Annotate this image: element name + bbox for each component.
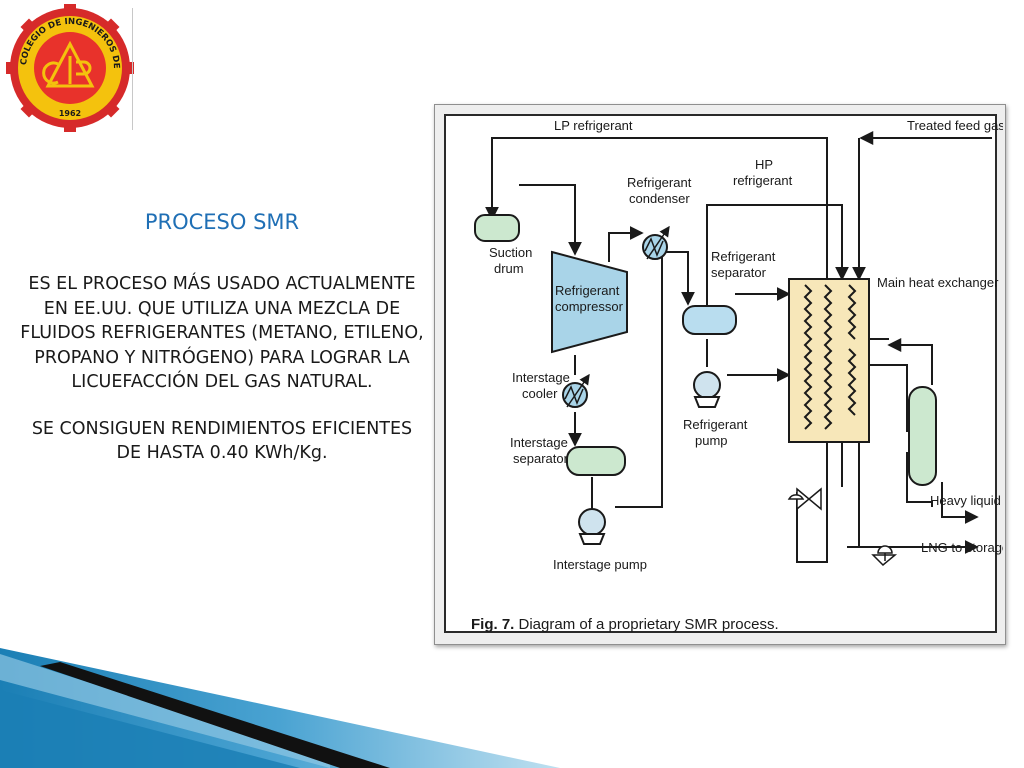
interstage-cooler-icon: [562, 373, 590, 408]
caption-text: Diagram of a proprietary SMR process.: [518, 616, 779, 633]
footer-decoration: [0, 648, 560, 768]
label-compressor-1: Refrigerant: [555, 283, 620, 298]
label-interstage-cooler-2: cooler: [522, 386, 558, 401]
label-treated-feed-gas: Treated feed gas: [907, 118, 1003, 133]
refrigerant-condenser-icon: [642, 225, 670, 260]
suction-drum: [474, 214, 520, 242]
colegio-ingenieros-logo: COLEGIO DE INGENIEROS DEL PERU 1962: [4, 4, 134, 132]
label-interstage-separator-2: separator: [513, 451, 569, 466]
label-hp-2: refrigerant: [733, 173, 793, 188]
label-heavy-liquid: Heavy liquid: [930, 493, 1001, 508]
label-ref-pump-2: pump: [695, 433, 728, 448]
interstage-pump-icon: [578, 508, 606, 545]
label-compressor-2: compressor: [555, 299, 624, 314]
heavy-liquid-column: [908, 386, 937, 486]
caption-number: Fig. 7.: [471, 616, 515, 633]
figure-caption: Fig. 7. Diagram of a proprietary SMR pro…: [471, 616, 779, 633]
label-condenser-2: condenser: [629, 191, 690, 206]
paragraph-efficiency: SE CONSIGUEN RENDIMIENTOS EFICIENTES DE …: [31, 418, 413, 464]
label-ref-pump-1: Refrigerant: [683, 417, 748, 432]
label-interstage-separator-1: Interstage: [510, 435, 568, 450]
label-lng-to-storage: LNG to storage: [921, 540, 1003, 555]
label-suction-2: drum: [494, 261, 524, 276]
refrigerant-compressor: [551, 250, 628, 354]
label-lp-refrigerant: LP refrigerant: [554, 118, 633, 133]
logo-monogram-icon: [42, 40, 95, 88]
label-ref-separator-2: separator: [711, 265, 767, 280]
label-condenser-1: Refrigerant: [627, 175, 692, 190]
refrigerant-pump-icon: [693, 371, 721, 408]
label-main-heat-exchanger: Main heat exchanger: [877, 275, 999, 290]
label-ref-separator-1: Refrigerant: [711, 249, 776, 264]
label-suction-1: Suction: [489, 245, 532, 260]
smr-process-diagram: LP refrigerant Treated feed gas HP refri…: [444, 114, 1003, 633]
refrigerant-separator: [682, 305, 737, 335]
lng-valve-icon: [871, 545, 898, 567]
label-hp-1: HP: [755, 157, 773, 172]
logo-year: 1962: [59, 109, 81, 118]
label-interstage-pump: Interstage pump: [553, 557, 647, 572]
paragraph-description: ES EL PROCESO MÁS USADO ACTUALMENTE EN E…: [20, 274, 424, 392]
expansion-valve-icon: [787, 487, 822, 511]
interstage-separator: [566, 446, 626, 476]
logo-divider: [132, 8, 133, 130]
label-interstage-cooler-1: Interstage: [512, 370, 570, 385]
slide-title: PROCESO SMR: [144, 210, 300, 234]
main-heat-exchanger: [788, 278, 889, 443]
slide-body: ES EL PROCESO MÁS USADO ACTUALMENTE EN E…: [18, 272, 426, 466]
